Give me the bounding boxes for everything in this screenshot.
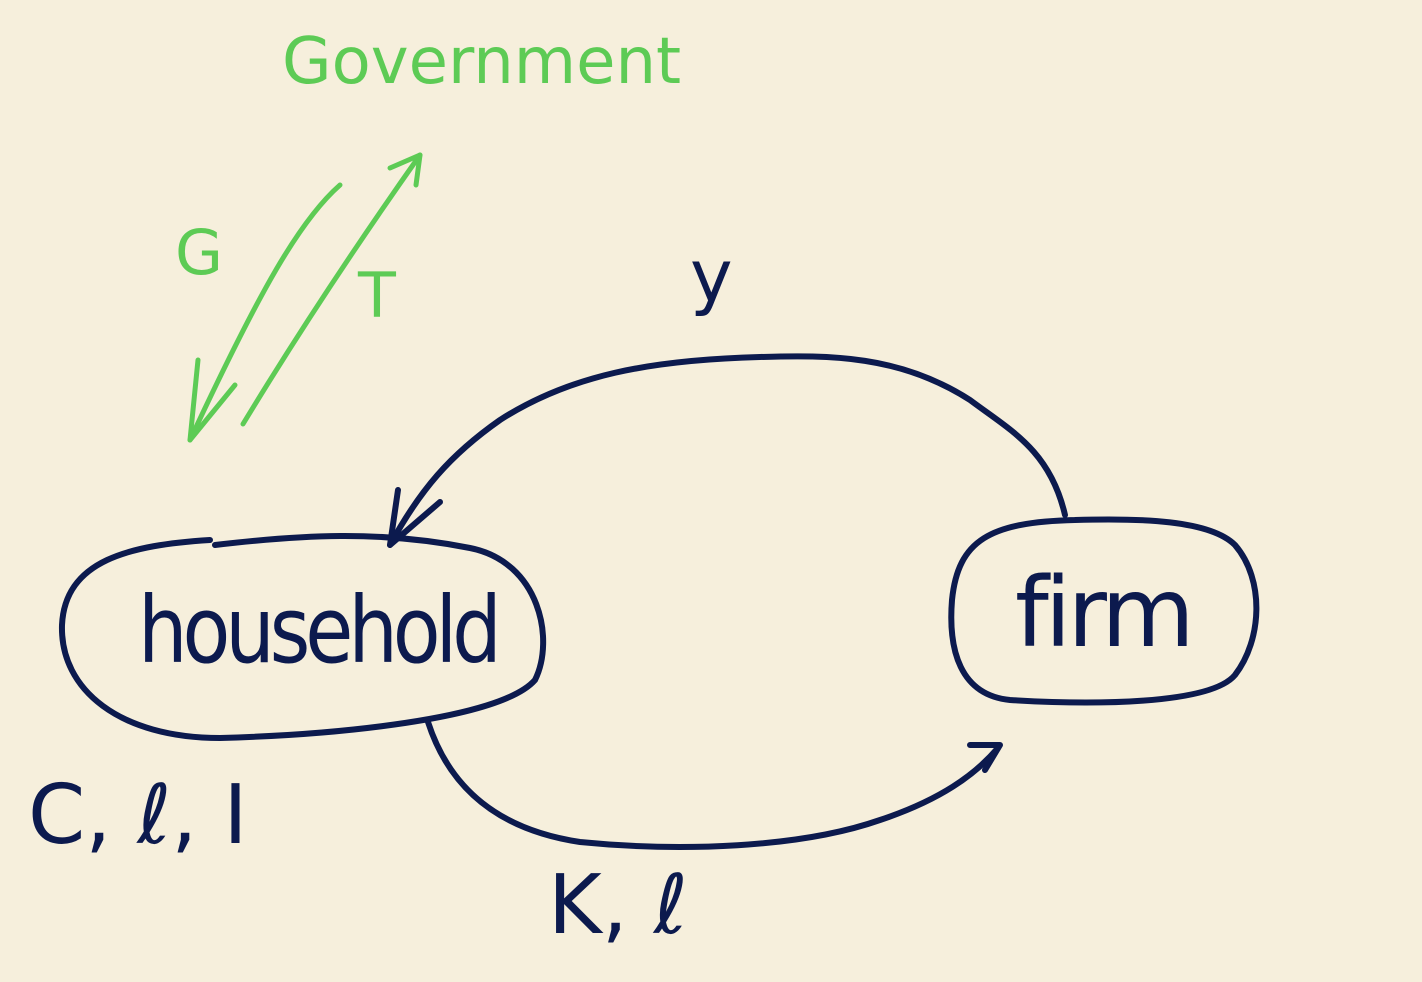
- flow-label-g: G: [175, 216, 224, 289]
- arrowhead-g: [187, 357, 238, 443]
- arrow-firm-to-household: [387, 353, 1068, 548]
- flow-label-t: T: [358, 259, 396, 332]
- arrow-household-to-government: [240, 152, 423, 427]
- arrow-household-to-firm: [425, 719, 1001, 850]
- government-node-label: Government: [282, 25, 682, 99]
- firm-node-outline: [948, 516, 1260, 706]
- firm-node-label: firm: [1015, 557, 1195, 669]
- arrowhead-firm: [967, 742, 1003, 773]
- arrow-government-to-household: [187, 182, 343, 443]
- flow-label-y: y: [690, 234, 733, 318]
- household-choices-label: C, ℓ, I: [28, 768, 248, 863]
- household-node-outline: [58, 532, 547, 741]
- arrowhead-t: [387, 152, 423, 188]
- household-node-label: household: [138, 577, 502, 684]
- flow-label-k-l: K, ℓ: [548, 858, 688, 953]
- arrowhead-household: [387, 487, 443, 548]
